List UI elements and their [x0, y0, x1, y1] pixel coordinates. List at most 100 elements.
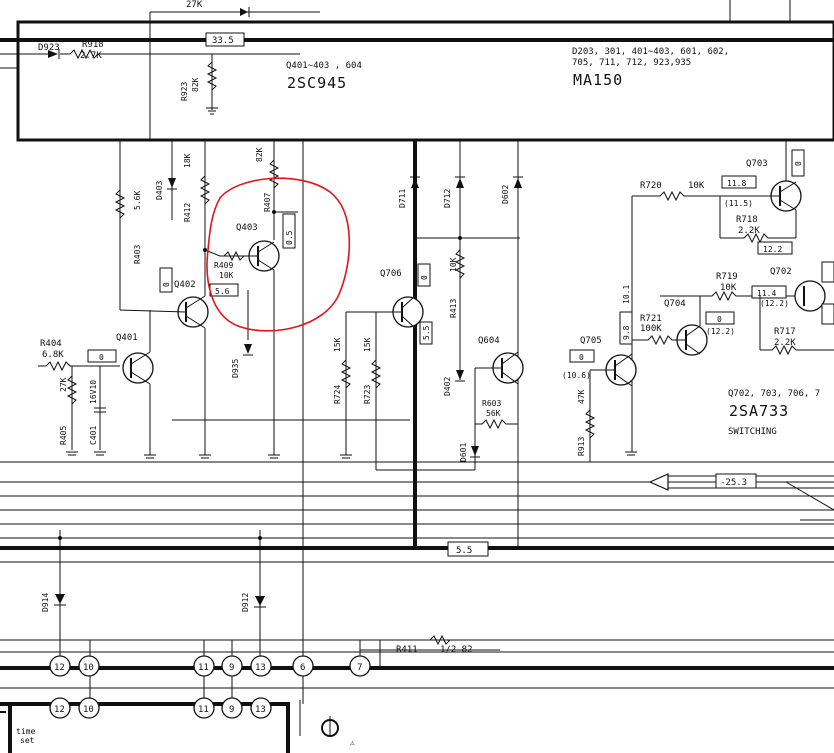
voltage-11-5: (11.5) [724, 199, 753, 208]
q-group1-line2: 2SC945 [287, 74, 347, 92]
r409-label: R409 [214, 261, 233, 270]
c401-label: C401 [89, 426, 98, 445]
d601-label: D601 [459, 443, 468, 462]
pin-12-bottom [49, 697, 71, 719]
q706-section: D711 D712 D602 0 R413 10K Q706 5.5 R724 … [333, 140, 524, 550]
q705-label: Q705 [580, 336, 602, 346]
time-set-label-1: time [16, 727, 35, 736]
q704-label: Q704 [664, 299, 686, 309]
r923-value: 82K [191, 77, 200, 92]
voltage-arrow: -25.3 [648, 473, 834, 521]
transistor-q401 [122, 352, 154, 384]
pin-9-top [221, 655, 243, 677]
r719-label: R719 [716, 272, 738, 282]
voltage-box-bus-5-5 [447, 541, 489, 557]
voltage-box-9-8 [619, 311, 633, 345]
voltage-5-5: 5.5 [422, 325, 431, 340]
highlight-circle-q403 [206, 177, 351, 332]
q-group2-line3: SWITCHING [728, 427, 777, 437]
q-group2-line2: 2SA733 [729, 402, 789, 420]
voltage-10-6: (10.6) [562, 371, 591, 380]
r717-value: 2.2K [774, 338, 796, 348]
voltage-q704-0: 0 [717, 315, 722, 324]
q706-label: Q706 [380, 269, 402, 279]
q604-label: Q604 [478, 336, 500, 346]
time-set-label-2: set [20, 736, 35, 745]
pin-row-2: 12 10 11 9 13 [49, 697, 272, 719]
pin-13-top-label: 13 [255, 663, 266, 673]
q703-label: Q703 [746, 159, 768, 169]
voltage-q705-0: 0 [579, 353, 584, 362]
voltage-box-12-2 [757, 241, 793, 255]
r724-label: R724 [333, 385, 342, 404]
voltage-box-q705-0 [569, 349, 595, 363]
r405-value: 27K [59, 377, 68, 392]
r718-label: R718 [736, 215, 758, 225]
d-group-line3: MA150 [573, 71, 623, 89]
r603-value: 56K [486, 409, 501, 418]
r717-label: R717 [774, 327, 796, 337]
voltage-minus-25-3: -25.3 [720, 478, 747, 488]
d912-label: D912 [241, 593, 250, 612]
pin-6-top-label: 6 [300, 663, 305, 673]
r407-value: 82K [255, 147, 264, 162]
r918-value: 2.7K [80, 51, 102, 61]
d923-label: D923 [38, 43, 60, 53]
q700-section: Q703 0 R720 10K 11.8 (11.5) R718 2.2K 12… [562, 140, 834, 462]
voltage-box-q402-0 [159, 267, 173, 293]
pin-10-bottom-label: 10 [83, 705, 94, 715]
connector-socket-icon [321, 719, 340, 737]
d935-label: D935 [231, 359, 240, 378]
pin-9-bottom [221, 697, 243, 719]
signal-lines [0, 53, 834, 736]
pin-11-bottom [193, 697, 215, 719]
r720-label: R720 [640, 181, 662, 191]
r407-label: R407 [263, 193, 272, 212]
pin-11-top [193, 655, 215, 677]
r723-label: R723 [363, 385, 372, 404]
d711-label: D711 [398, 189, 407, 208]
d403-label: D403 [155, 181, 164, 200]
r411-value: 1/2 82 [440, 645, 473, 655]
voltage-q703-0: 0 [794, 161, 803, 166]
transistor-q702 [794, 280, 826, 312]
voltage-0-5: 0.5 [285, 230, 294, 245]
voltage-box-q401-0 [87, 349, 117, 363]
r404-label: R404 [40, 339, 62, 349]
pin-11-bottom-label: 11 [198, 705, 209, 715]
voltage-q401-0: 0 [99, 353, 104, 362]
pin-11-top-label: 11 [198, 663, 209, 673]
pin-row-1: 12 10 11 9 13 6 7 [49, 655, 371, 677]
voltage-q706-0: 0 [420, 275, 429, 280]
r405-label: R405 [59, 426, 68, 445]
q-group2-line1: Q702, 703, 706, 7 [728, 389, 820, 399]
q400-section-wiring: R403 5.6K D403 R412 18K 82K R407 0.5 Q40… [38, 140, 410, 455]
pin-6-top [292, 655, 314, 677]
r412-value: 18K [183, 153, 192, 168]
r413-label: R413 [449, 299, 458, 318]
pin-12-top [49, 655, 71, 677]
voltage-10-1: 10.1 [622, 285, 631, 304]
voltage-box-q704-0 [705, 311, 735, 325]
voltage-box-q703-0 [791, 149, 805, 177]
r403-value: 5.6K [133, 191, 142, 210]
voltage-box-11-8 [721, 175, 757, 189]
pin-10-top-label: 10 [83, 663, 94, 673]
pin-7-top [349, 655, 371, 677]
d602-label: D602 [501, 185, 510, 204]
voltage-box-11-4 [751, 285, 787, 299]
r413-value: 10K [449, 257, 458, 272]
pin-10-bottom [78, 697, 100, 719]
r411-label: R411 [396, 645, 418, 655]
r913-value: 47K [577, 389, 586, 404]
r403-label: R403 [133, 245, 142, 264]
voltage-12-2: 12.2 [763, 245, 782, 254]
r404-value: 6.8K [42, 350, 64, 360]
voltage-box-q706-0 [417, 263, 431, 287]
d-group-line1: D203, 301, 401∼403, 601, 602, [572, 47, 729, 57]
voltage-box-0-5 [282, 213, 296, 249]
voltage-box-33-5 [205, 32, 245, 47]
q401-label: Q401 [116, 333, 138, 343]
d914-label: D914 [41, 593, 50, 612]
